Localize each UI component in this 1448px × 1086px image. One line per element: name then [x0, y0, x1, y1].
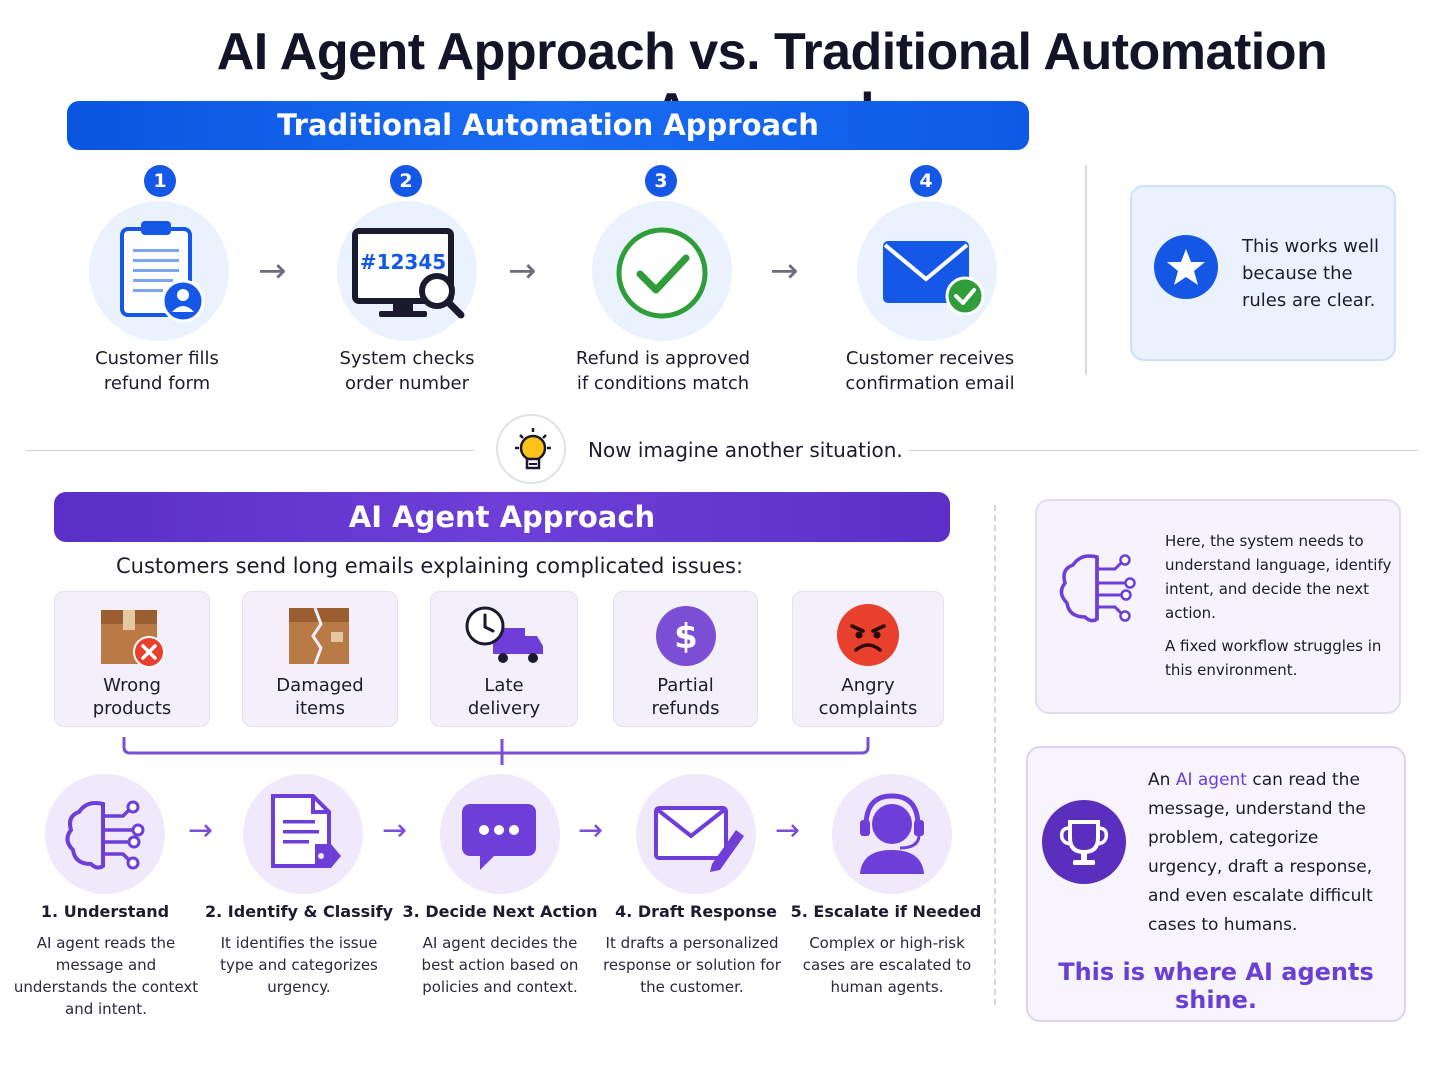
- ai-shine-tagline: This is where AI agents shine.: [1058, 958, 1374, 1014]
- ai-arrow-4: →: [775, 813, 801, 848]
- traditional-note-text: This works well because the rules are cl…: [1242, 236, 1379, 311]
- dollar-icon: $: [655, 606, 716, 666]
- order-number-text: #12345: [360, 250, 446, 274]
- step-3-icon-circle: [592, 201, 732, 341]
- ai-step-5-title: 5. Escalate if Needed: [790, 902, 982, 921]
- ai-step-4-icon-circle: [636, 774, 756, 894]
- chat-bubble-icon: [462, 804, 536, 870]
- ai-step-1-desc: AI agent reads the message and understan…: [13, 934, 199, 1018]
- ai-step-2-desc: It identifies the issue type and categor…: [220, 934, 378, 996]
- transition-text: Now imagine another situation.: [588, 438, 903, 462]
- ai-arrow-1: →: [188, 813, 214, 848]
- section-divider: [1085, 165, 1087, 375]
- step-2-icon-circle: #12345: [337, 201, 477, 341]
- damaged-box-icon: [289, 607, 349, 665]
- traditional-banner: Traditional Automation Approach: [67, 101, 1029, 150]
- traditional-note-card: This works well because the rules are cl…: [1130, 185, 1396, 361]
- step-1-icon-circle: [89, 201, 229, 341]
- step-number-4: 4: [910, 165, 942, 197]
- email-check-icon: [883, 241, 985, 316]
- ai-step-2-icon-circle: [243, 774, 363, 894]
- brain-circuit-icon: [1059, 554, 1136, 623]
- envelope-pencil-icon: [654, 806, 744, 872]
- ai-step-5-desc: Complex or high-risk cases are escalated…: [802, 934, 972, 996]
- ai-step-3-desc: AI agent decides the best action based o…: [421, 934, 579, 996]
- ai-note-card: Here, the system needs to understand lan…: [1035, 499, 1401, 714]
- ai-agent-highlight: AI agent: [1175, 770, 1247, 790]
- star-icon: [1154, 235, 1218, 299]
- svg-text:$: $: [674, 617, 698, 657]
- step-number-3: 3: [645, 165, 677, 197]
- ai-step-2-title: 2. Identify & Classify: [205, 902, 393, 921]
- ai-arrow-3: →: [578, 813, 604, 848]
- document-tag-icon: [271, 794, 341, 868]
- clock-truck-icon: [465, 606, 543, 663]
- step-number-2: 2: [390, 165, 422, 197]
- ai-summary-text: An AI agent can read the message, unders…: [1148, 770, 1373, 935]
- lightbulb-badge: [496, 414, 566, 484]
- box-x-icon: [101, 610, 165, 668]
- ai-step-4-title: 4. Draft Response: [615, 902, 777, 921]
- angry-face-icon: [837, 604, 899, 666]
- divider-left: [26, 450, 474, 451]
- arrow-3: →: [770, 251, 799, 291]
- ai-step-3-icon-circle: [440, 774, 560, 894]
- brain-circuit-icon: [65, 800, 145, 870]
- ai-step-5-icon-circle: [832, 774, 952, 894]
- arrow-2: →: [508, 251, 537, 291]
- lightbulb-icon: [515, 428, 551, 470]
- issues-heading: Customers send long emails explaining co…: [116, 554, 744, 578]
- divider-right: [908, 450, 1418, 451]
- ai-step-1-icon-circle: [45, 774, 165, 894]
- step-number-1: 1: [144, 165, 176, 197]
- ai-step-1-title: 1. Understand: [40, 902, 170, 921]
- step-4-icon-circle: [857, 201, 997, 341]
- checkmark-circle-icon: [616, 227, 708, 319]
- ai-note-paragraph-2: A fixed workflow struggles in this envir…: [1165, 637, 1382, 679]
- ai-step-3-title: 3. Decide Next Action: [402, 902, 598, 921]
- ai-summary-card: An AI agent can read the message, unders…: [1026, 746, 1406, 1022]
- monitor-search-icon: #12345: [352, 228, 465, 319]
- trophy-icon: [1042, 800, 1126, 884]
- clipboard-user-icon: [120, 221, 205, 323]
- headset-agent-icon: [860, 793, 924, 874]
- arrow-1: →: [258, 251, 287, 291]
- ai-note-paragraph-1: Here, the system needs to understand lan…: [1165, 532, 1392, 622]
- issues-bracket-connector: [122, 737, 870, 765]
- ai-banner: AI Agent Approach: [54, 492, 950, 542]
- ai-section-divider: [994, 505, 996, 1005]
- ai-arrow-2: →: [382, 813, 408, 848]
- ai-step-4-desc: It drafts a personalized response or sol…: [603, 934, 781, 996]
